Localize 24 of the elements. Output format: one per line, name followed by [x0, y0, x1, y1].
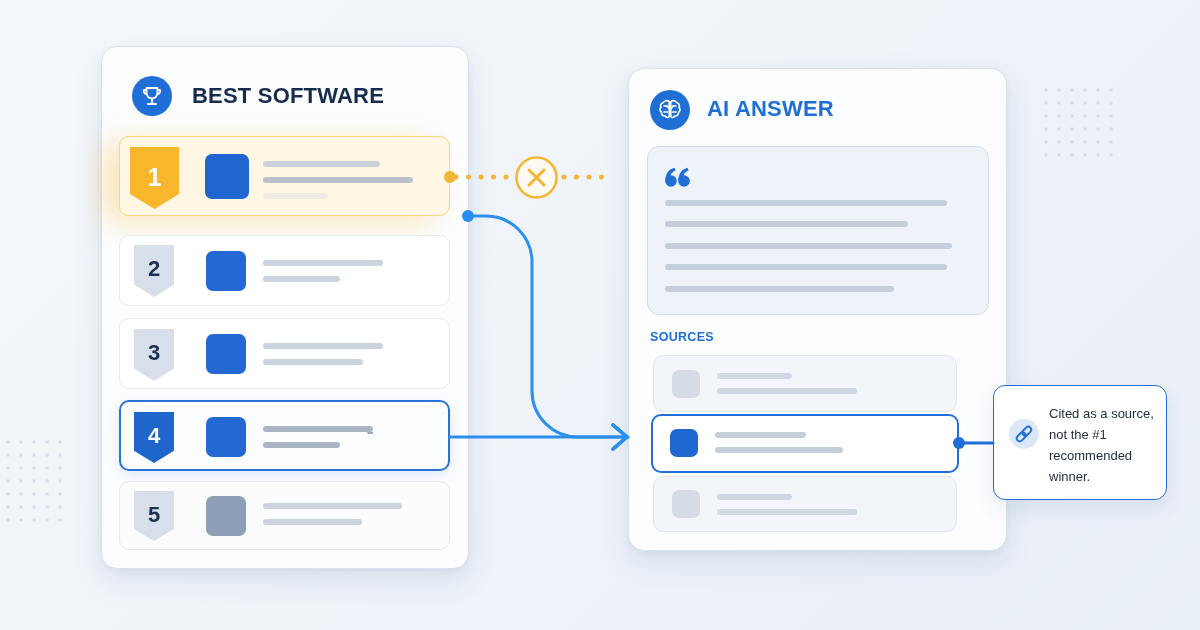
source-item [653, 476, 957, 532]
panel-title: AI ANSWER [707, 96, 834, 122]
callout-text: Cited as a source, not the #1 recommended winner. [1049, 405, 1155, 486]
rank-badge: 2 [134, 245, 174, 297]
section-label: SOURCES [650, 329, 714, 345]
ranked-list-item [119, 136, 450, 216]
callout-card [993, 385, 1167, 500]
rank-badge: 4 [134, 412, 174, 463]
ranked-list-item [119, 235, 450, 306]
ranked-list-item [119, 318, 450, 389]
panel-title: BEST SOFTWARE [192, 83, 385, 109]
ranked-list-item [119, 400, 450, 471]
arrow [448, 423, 630, 451]
rank-badge: 5 [134, 491, 174, 541]
source-item [651, 414, 959, 473]
connector-line [953, 437, 995, 449]
source-item [653, 355, 957, 412]
answer-panel [628, 68, 1007, 551]
ranking-panel [101, 46, 469, 569]
ranked-list-item [119, 481, 450, 550]
rank-badge: 3 [134, 329, 174, 381]
rank-badge: 1 [130, 147, 179, 209]
quote-card [647, 146, 989, 315]
cross-circle-icon [515, 156, 558, 199]
